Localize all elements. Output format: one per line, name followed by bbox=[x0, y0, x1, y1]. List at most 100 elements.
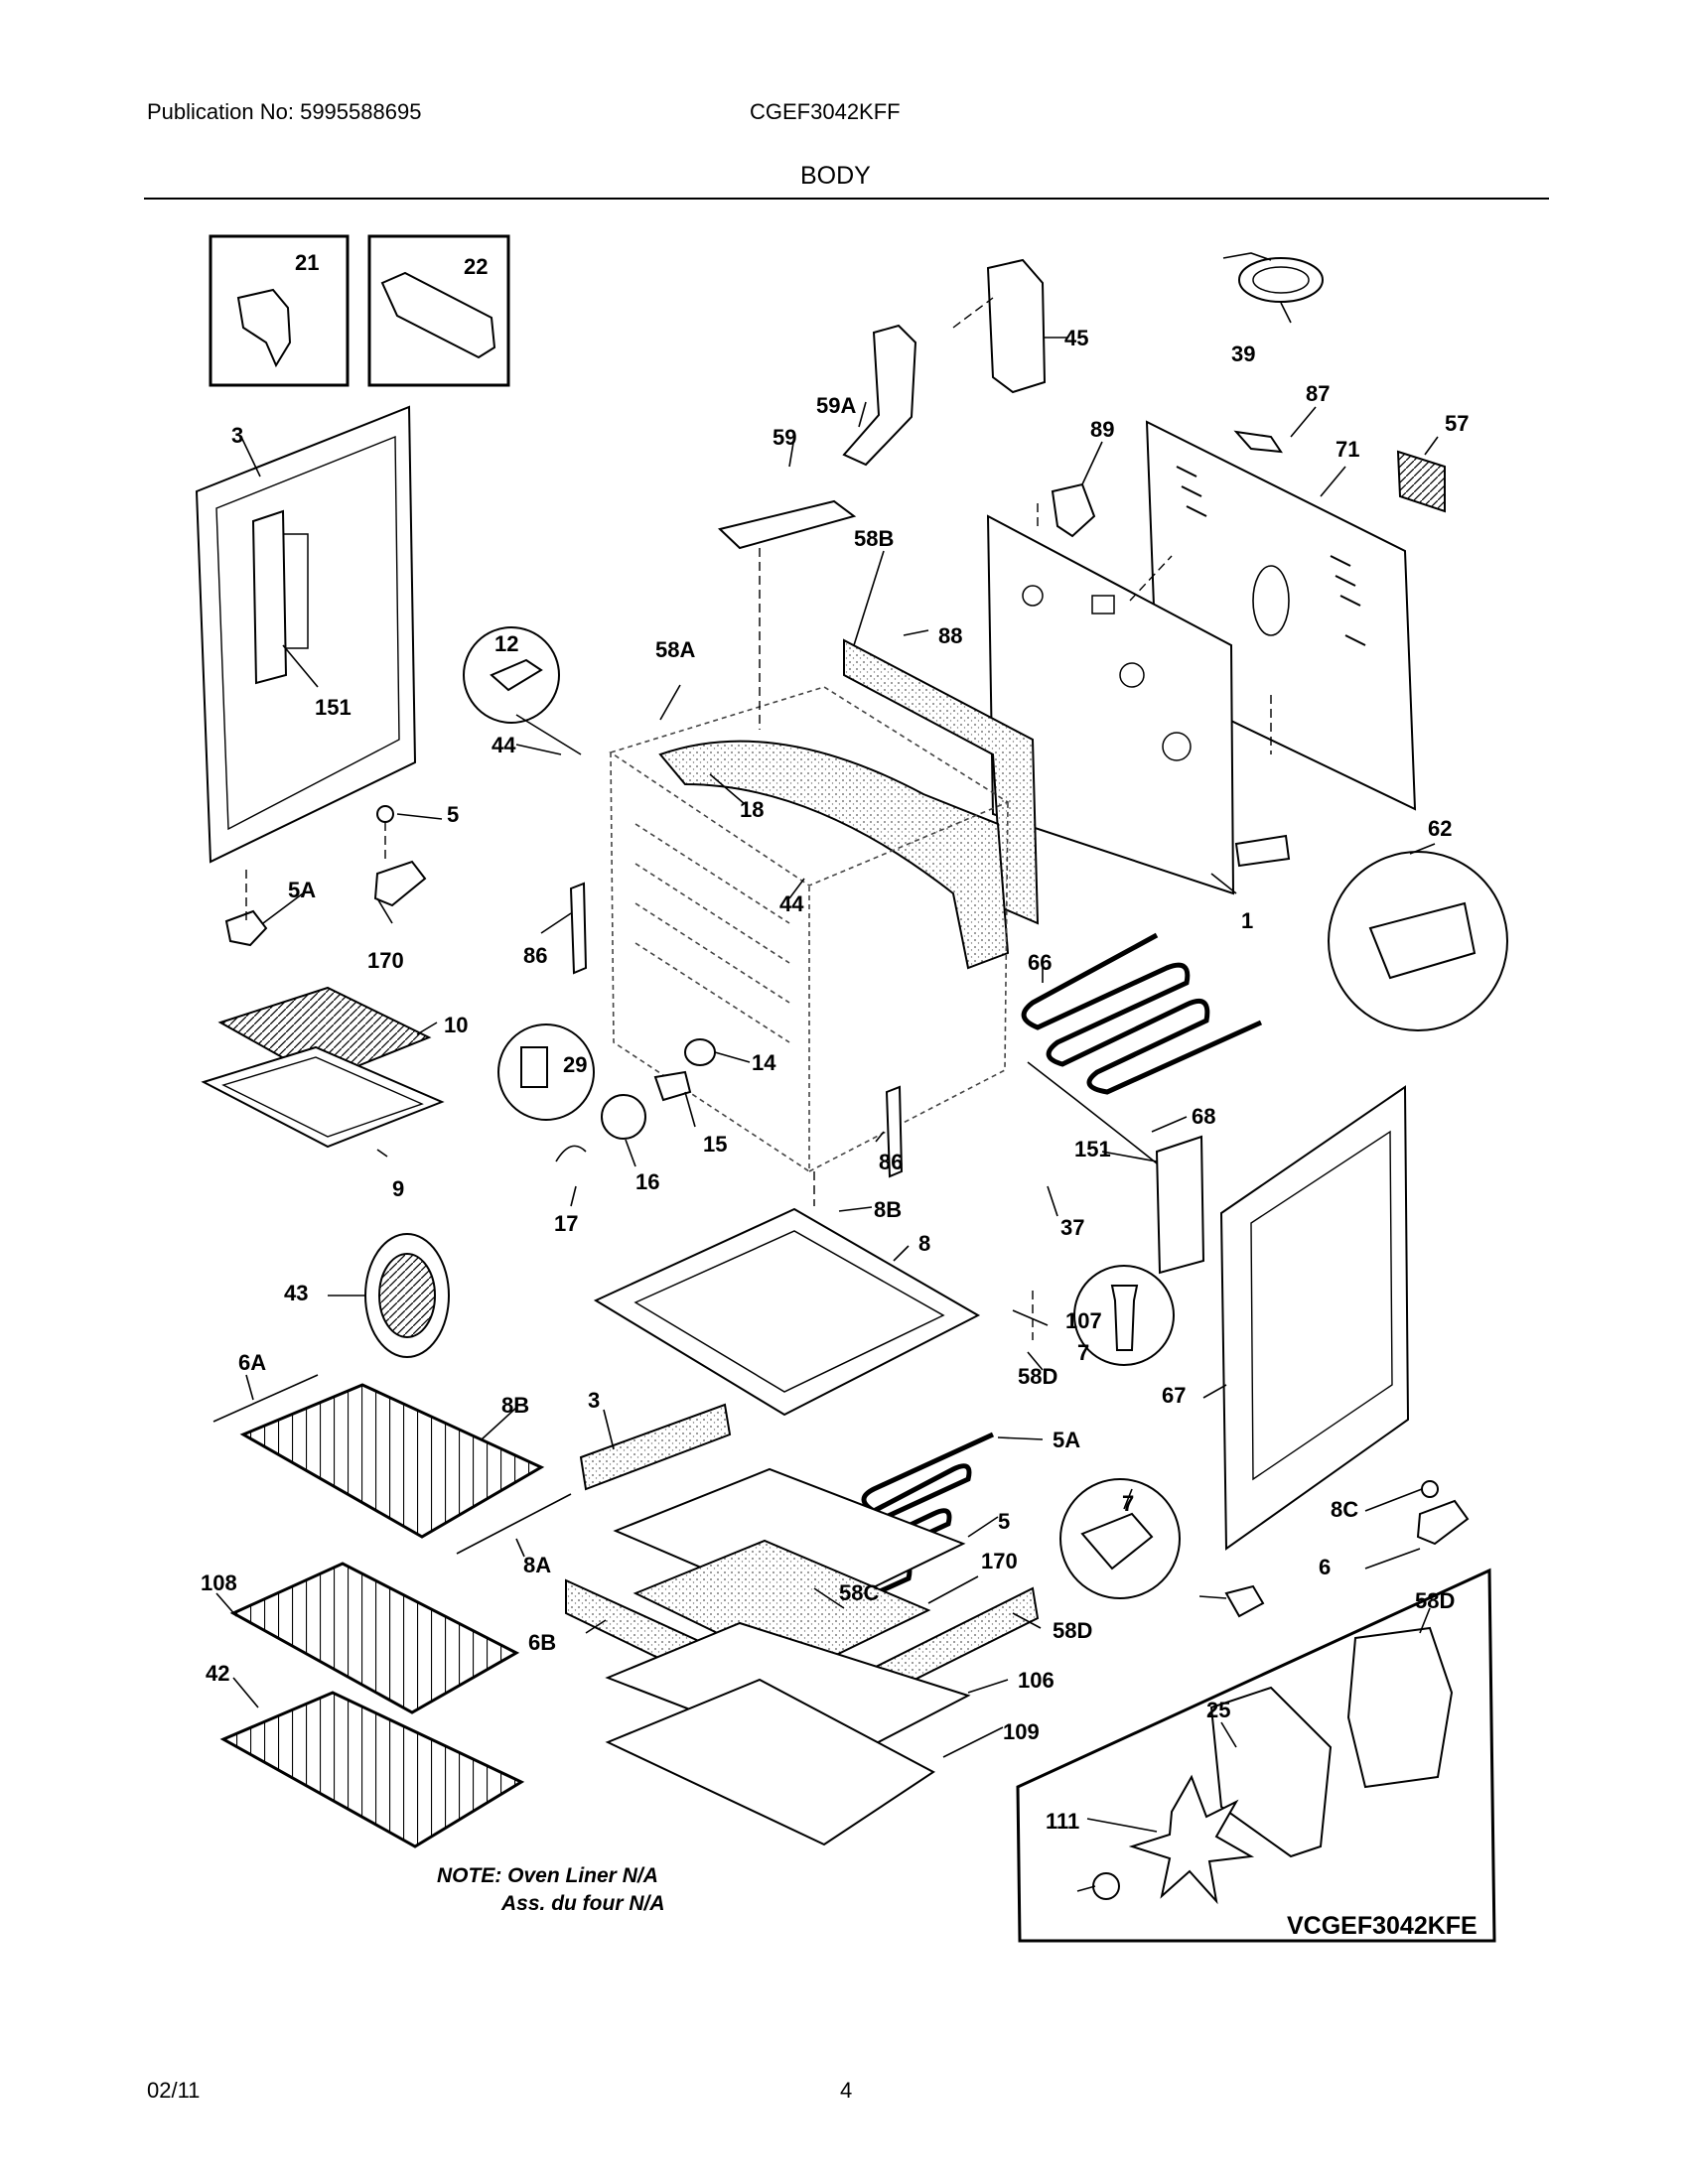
part-label-86: 86 bbox=[879, 1150, 903, 1174]
part-86-rack-slide-left bbox=[569, 882, 588, 975]
part-label-18: 18 bbox=[740, 797, 764, 822]
part-label-71: 71 bbox=[1336, 437, 1359, 462]
part-label-44: 44 bbox=[492, 733, 516, 757]
part-3-right-side-panel bbox=[1219, 1085, 1410, 1551]
part-170-left bbox=[373, 860, 427, 907]
part-label-170: 170 bbox=[367, 948, 404, 973]
part-6A-rack bbox=[239, 1383, 545, 1539]
part-57-cover bbox=[1396, 450, 1446, 513]
part-1-inner-rear-panel bbox=[986, 514, 1235, 895]
part-label-58A: 58A bbox=[655, 637, 695, 662]
part-170-right bbox=[1416, 1499, 1470, 1546]
part-label-8C: 8C bbox=[1331, 1497, 1358, 1522]
part-62-detail bbox=[1328, 851, 1508, 1031]
part-58D-strip-upper bbox=[579, 1403, 732, 1491]
part-66-broil-element bbox=[1021, 932, 1263, 1095]
part-25-bottom-panel bbox=[605, 1678, 935, 1846]
note-oven-liner-french: Ass. du four N/A bbox=[500, 1892, 665, 1915]
part-label-151: 151 bbox=[1074, 1137, 1111, 1161]
part-86-rack-slide-right bbox=[885, 1085, 904, 1178]
part-label-37: 37 bbox=[1060, 1215, 1084, 1240]
part-label-58D: 58D bbox=[1018, 1364, 1057, 1389]
inset-model-number: VCGEF3042KFE bbox=[1287, 1912, 1477, 1940]
part-29-detail bbox=[497, 1024, 595, 1121]
part-107-fan-cover bbox=[364, 1233, 450, 1358]
part-label-59A: 59A bbox=[816, 393, 856, 418]
part-45-bracket bbox=[986, 258, 1047, 394]
part-108-fan-motor bbox=[1346, 1626, 1454, 1789]
part-label-5A: 5A bbox=[1053, 1428, 1080, 1452]
part-151-left-bracket bbox=[251, 509, 288, 685]
part-59A-duct bbox=[842, 324, 917, 467]
part-label-16: 16 bbox=[635, 1169, 659, 1194]
part-label-58B: 58B bbox=[854, 526, 894, 551]
part-6-rack bbox=[229, 1562, 520, 1714]
part-label-9: 9 bbox=[392, 1176, 404, 1201]
part-62-terminal-block bbox=[1234, 834, 1291, 868]
part-label-17: 17 bbox=[554, 1211, 578, 1236]
part-label-170: 170 bbox=[981, 1549, 1018, 1573]
part-label-8B: 8B bbox=[874, 1197, 902, 1222]
part-label-67: 67 bbox=[1162, 1383, 1186, 1408]
part-label-58C: 58C bbox=[839, 1580, 879, 1605]
part-label-39: 39 bbox=[1231, 341, 1255, 366]
part-label-108: 108 bbox=[201, 1570, 237, 1595]
part-label-107: 107 bbox=[1065, 1308, 1102, 1333]
part-label-86: 86 bbox=[523, 943, 547, 968]
part-label-89: 89 bbox=[1090, 417, 1114, 442]
part-5A-left bbox=[224, 909, 268, 947]
inset-box-22 bbox=[367, 234, 510, 387]
part-label-68: 68 bbox=[1192, 1104, 1215, 1129]
part-label-14: 14 bbox=[752, 1050, 776, 1075]
part-label-3: 3 bbox=[588, 1388, 600, 1413]
part-label-21: 21 bbox=[295, 250, 319, 275]
part-9-broiler-pan bbox=[201, 1045, 445, 1149]
part-label-7: 7 bbox=[1077, 1340, 1089, 1365]
oven-liner-outline bbox=[609, 686, 1010, 1173]
part-106-bracket bbox=[1209, 1686, 1333, 1858]
part-label-1: 1 bbox=[1241, 908, 1253, 933]
part-label-45: 45 bbox=[1064, 326, 1088, 350]
part-label-22: 22 bbox=[464, 254, 488, 279]
part-label-15: 15 bbox=[703, 1132, 727, 1157]
part-5A-right-detail bbox=[1059, 1478, 1181, 1599]
convection-fan-inset bbox=[1016, 1568, 1496, 1943]
part-label-12: 12 bbox=[494, 631, 518, 656]
part-label-58D: 58D bbox=[1415, 1588, 1455, 1613]
header-rule bbox=[144, 198, 1549, 200]
part-label-25: 25 bbox=[1206, 1698, 1230, 1722]
part-label-8: 8 bbox=[918, 1231, 930, 1256]
inset-box-21 bbox=[209, 234, 350, 387]
part-109-fan-blade bbox=[1128, 1774, 1255, 1905]
part-label-87: 87 bbox=[1306, 381, 1330, 406]
part-7-rack-slide-upper bbox=[212, 1374, 319, 1423]
part-label-109: 109 bbox=[1003, 1719, 1040, 1744]
lamp-assembly bbox=[555, 1038, 716, 1162]
leader-lines bbox=[215, 302, 1439, 1892]
part-label-43: 43 bbox=[284, 1281, 308, 1305]
part-label-57: 57 bbox=[1445, 411, 1469, 436]
part-58A-insulation-wrap bbox=[658, 740, 1010, 970]
part-43-detail bbox=[1073, 1265, 1175, 1366]
part-label-62: 62 bbox=[1428, 816, 1452, 841]
part-5-right-screw bbox=[1421, 1480, 1439, 1498]
part-111-nut bbox=[1092, 1872, 1120, 1900]
part-3-left-side-panel bbox=[195, 405, 417, 864]
part-label-10: 10 bbox=[444, 1013, 468, 1037]
part-label-3: 3 bbox=[231, 423, 243, 448]
part-6B-rack bbox=[219, 1691, 525, 1848]
page-number: 4 bbox=[840, 2078, 853, 2103]
publication-number: Publication No: 5995588695 bbox=[147, 99, 422, 124]
part-label-66: 66 bbox=[1028, 950, 1052, 975]
part-label-5: 5 bbox=[998, 1509, 1010, 1534]
part-label-6B: 6B bbox=[528, 1630, 556, 1655]
part-87-clip bbox=[1233, 430, 1284, 454]
part-label-5: 5 bbox=[447, 802, 459, 827]
part-5A-right bbox=[1224, 1584, 1265, 1618]
assembly-lines bbox=[245, 297, 1272, 1340]
part-39-power-cord bbox=[1222, 252, 1324, 303]
footer-date: 02/11 bbox=[147, 2078, 201, 2103]
part-label-29: 29 bbox=[563, 1052, 587, 1077]
part-59-duct bbox=[717, 499, 857, 550]
